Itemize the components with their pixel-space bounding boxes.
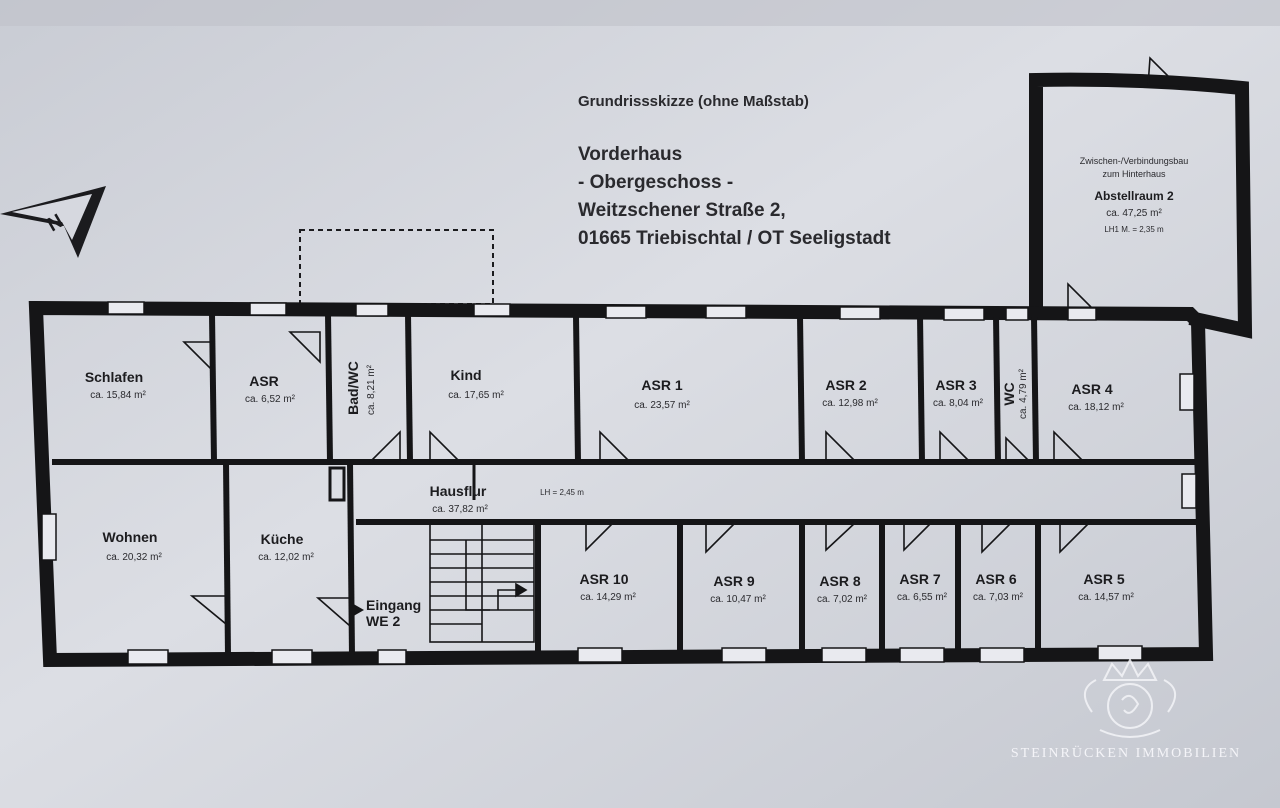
room-asr-2-name: ASR 2 [825,377,866,393]
room-asr-4-area: ca. 18,12 m² [1068,402,1124,413]
door-swings [182,331,1092,628]
corridor-area: ca. 37,82 m² [432,504,488,515]
room-asr-name: ASR [249,373,279,389]
room-wohnen-area: ca. 20,32 m² [106,552,162,563]
bottom-partitions [223,461,1041,657]
room-asr-6-area: ca. 7,03 m² [973,592,1024,603]
room-asr-4-name: ASR 4 [1071,381,1112,397]
room-asr-3-name: ASR 3 [935,377,976,393]
building-name: Vorderhaus [578,144,682,165]
annex-room-name: Abstellraum 2 [1094,189,1174,203]
room-wc-name: WC [1001,382,1017,405]
room-asr-6-name: ASR 6 [975,571,1016,587]
plan-title: Grundrissskizze (ohne Maßstab) [578,93,809,110]
room-wohnen-name: Wohnen [103,529,158,545]
windows-bottom [127,645,1143,665]
paper-top-shadow [0,0,1280,26]
room-schlafen-area: ca. 15,84 m² [90,390,146,401]
room-asr-1-name: ASR 1 [641,377,682,393]
room-kind-area: ca. 17,65 m² [448,390,504,401]
room-asr-2-area: ca. 12,98 m² [822,398,878,409]
annex-caption-1: Zwischen-/Verbindungsbau [1080,156,1189,166]
floor-name: - Obergeschoss - [578,172,733,193]
room-asr-9-area: ca. 10,47 m² [710,594,766,605]
windows-top [107,301,1097,321]
annex-caption-2: zum Hinterhaus [1102,169,1166,179]
room-asr-7-area: ca. 6,55 m² [897,592,948,603]
windows-side [41,373,1197,561]
annex-room-height: LH1 M. = 2,35 m [1104,225,1164,234]
room-asr-1-area: ca. 23,57 m² [634,400,690,411]
street-address: Weitzschener Straße 2, [578,200,786,221]
watermark-text: STEINRÜCKEN IMMOBILIEN [1011,744,1241,761]
staircase [429,523,535,643]
top-partitions [209,313,1039,463]
room-kueche-name: Küche [261,531,304,547]
crown-crest-icon [1084,657,1176,738]
room-asr-area: ca. 6,52 m² [245,394,296,405]
outer-wall [28,300,1214,668]
room-kueche-area: ca. 12,02 m² [258,552,314,563]
room-asr-7-name: ASR 7 [899,571,940,587]
room-asr-5-area: ca. 14,57 m² [1078,592,1134,603]
room-asr-9-name: ASR 9 [713,573,754,589]
annex-room-area: ca. 47,25 m² [1106,208,1162,219]
city-address: 01665 Triebischtal / OT Seeligstadt [578,228,891,249]
corridor-height: LH = 2,45 m [540,488,584,497]
room-asr-3-area: ca. 8,04 m² [933,398,984,409]
room-kind-name: Kind [450,367,481,383]
room-asr-10-area: ca. 14,29 m² [580,592,636,603]
room-bad-wc-name: Bad/WC [345,361,361,415]
room-schlafen-name: Schlafen [85,369,143,385]
corridor-name: Hausflur [430,483,487,499]
room-asr-5-name: ASR 5 [1083,571,1124,587]
room-asr-8-name: ASR 8 [819,573,860,589]
entrance-label-2: WE 2 [366,613,400,629]
room-asr-10-name: ASR 10 [579,571,628,587]
room-asr-8-area: ca. 7,02 m² [817,594,868,605]
room-wc-area: ca. 4,79 m² [1018,368,1029,419]
entrance-label-1: Eingang [366,597,421,613]
room-bad-wc-area: ca. 8,21 m² [366,364,377,415]
